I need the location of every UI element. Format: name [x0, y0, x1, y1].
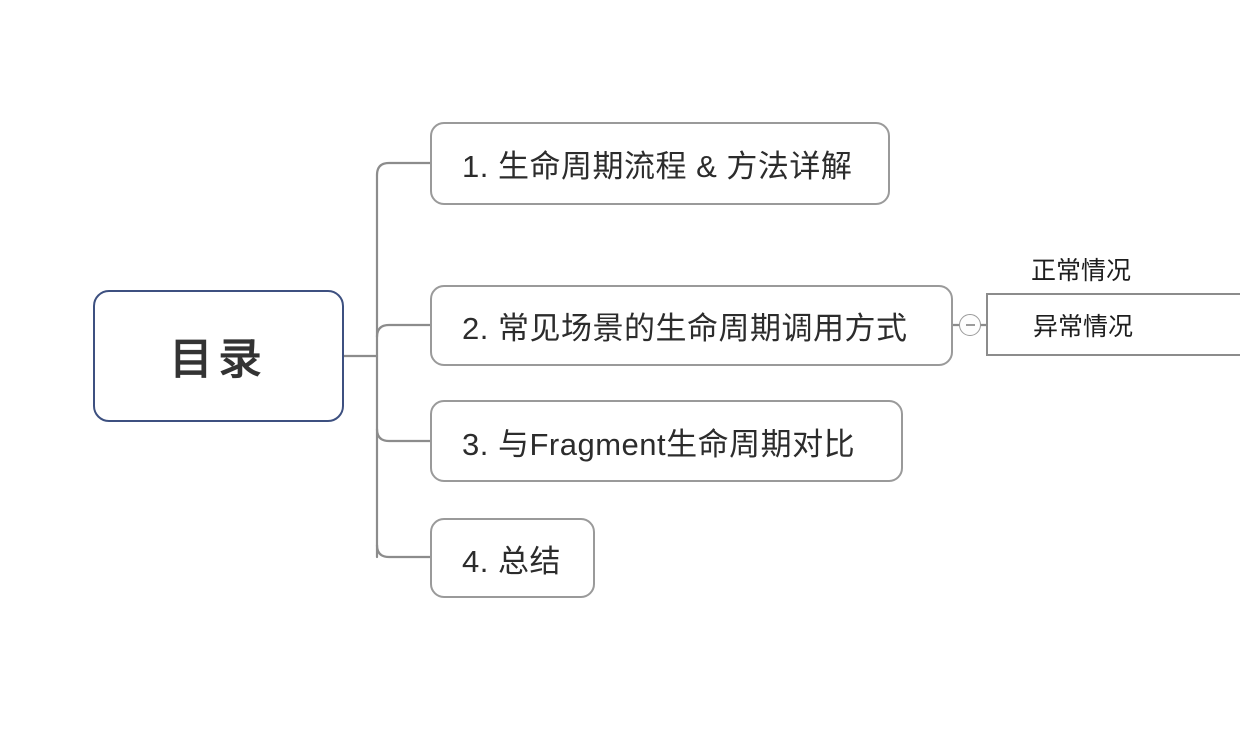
branch-node-4[interactable]: 4. 总结 [430, 518, 595, 598]
branch-node-3-label: 3. 与Fragment生命周期对比 [462, 426, 856, 462]
sub-node-normal-label[interactable]: 正常情况 [1031, 257, 1132, 285]
minus-glyph [965, 324, 975, 326]
branch-node-2[interactable]: 2. 常见场景的生命周期调用方式 [430, 285, 953, 366]
connector-branch-2 [375, 323, 432, 339]
branch-node-4-label: 4. 总结 [462, 543, 561, 579]
sub-node-abnormal[interactable]: 异常情况 [986, 293, 1240, 356]
connector-branch-3 [375, 427, 432, 443]
branch-node-1-label: 1. 生命周期流程 & 方法详解 [462, 149, 853, 184]
sub-node-abnormal-label: 异常情况 [1033, 312, 1134, 341]
branch-node-1[interactable]: 1. 生命周期流程 & 方法详解 [430, 122, 890, 205]
branch-node-2-label: 2. 常见场景的生命周期调用方式 [462, 311, 908, 346]
connector-branch-4 [375, 543, 432, 559]
root-node[interactable]: 目录 [93, 290, 344, 422]
root-node-label: 目录 [169, 336, 268, 384]
branch-node-3[interactable]: 3. 与Fragment生命周期对比 [430, 400, 903, 482]
connector-branch-1 [375, 161, 432, 177]
minus-circle-icon[interactable] [959, 314, 981, 336]
